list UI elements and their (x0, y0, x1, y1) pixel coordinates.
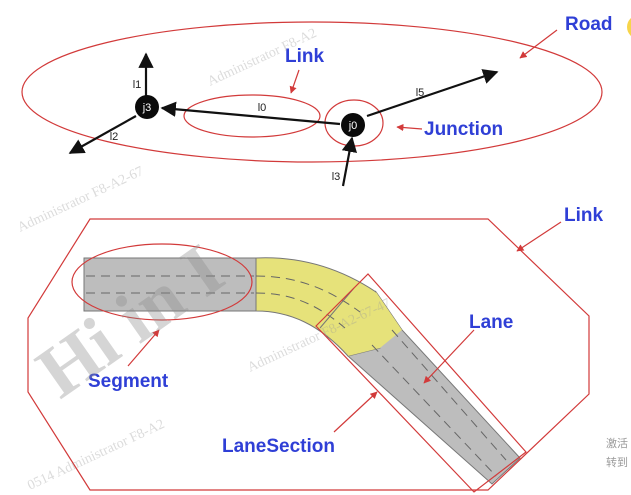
lane-section-outline (315, 273, 527, 493)
edge-l2 (68, 115, 137, 154)
edge-l1-label: l1 (133, 79, 142, 91)
road-segment-straight (83, 257, 257, 312)
edge-l0-label: l0 (258, 102, 267, 114)
edge-l3 (341, 136, 358, 187)
edge-l2-label: l2 (110, 131, 119, 143)
link-bottom-pointer (516, 221, 562, 252)
link-outline-top (183, 94, 321, 138)
watermark: Hi in I Administrator F8-A2 Administrato… (15, 26, 393, 494)
road-pointer (519, 29, 558, 59)
road-callout: Road (565, 14, 613, 35)
edge-l5-label: l5 (416, 87, 425, 99)
junction-callout: Junction (424, 119, 503, 140)
link-bottom-callout: Link (564, 205, 603, 226)
corner-text-1: 激活 (606, 436, 628, 450)
lane-pointer (423, 329, 475, 384)
yellow-circle-icon (627, 18, 631, 36)
link-top-callout: Link (285, 46, 324, 67)
lane-section-callout: LaneSection (222, 436, 335, 457)
segment-outline (71, 243, 253, 321)
node-j0: j0 (341, 113, 365, 137)
segment-callout: Segment (88, 371, 169, 392)
watermark-small-2: Administrator F8-A2-67 (15, 164, 146, 236)
road-outline (21, 21, 603, 163)
link-geometry: Link Lane Segment LaneSection (27, 205, 603, 493)
segment-pointer (127, 329, 160, 367)
node-j0-label: j0 (348, 120, 358, 132)
lane-callout: Lane (469, 312, 513, 333)
node-j3: j3 (135, 95, 159, 119)
edge-l3-label: l3 (332, 171, 341, 183)
watermark-small-4: 0514 Administrator F8-A2 (25, 417, 167, 494)
node-j3-label: j3 (142, 102, 152, 114)
corner-text-2: 转到 (606, 455, 628, 469)
link-top-pointer (289, 69, 300, 94)
road-graph: j3 j0 l0 l1 l2 l3 l5 Road Link Junction (21, 14, 613, 187)
edge-l0 (160, 101, 341, 126)
edge-l5 (366, 69, 499, 118)
lane-section-pointer (333, 391, 378, 433)
junction-pointer (396, 123, 423, 132)
